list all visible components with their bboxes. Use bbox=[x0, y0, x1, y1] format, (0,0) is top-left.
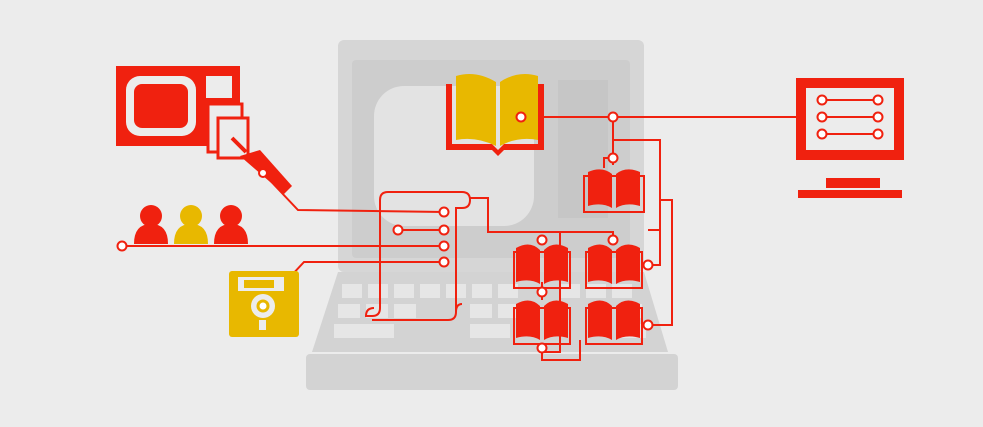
book-small-1 bbox=[583, 169, 645, 213]
people-group-icon bbox=[116, 205, 248, 252]
book-small-4 bbox=[513, 300, 571, 345]
document-copy-icon bbox=[206, 102, 250, 160]
book-small-2 bbox=[513, 244, 571, 289]
scroll-document-icon bbox=[364, 191, 472, 321]
books-icon bbox=[513, 169, 645, 345]
monitor-list-icon bbox=[796, 78, 904, 198]
scroll-node-dots bbox=[392, 206, 450, 268]
book-small-3 bbox=[585, 244, 643, 289]
fountain-pen-nib-icon bbox=[240, 150, 292, 194]
floppy-disk-icon bbox=[229, 271, 299, 337]
book-small-5 bbox=[585, 300, 643, 345]
network-node-dots bbox=[536, 111, 654, 354]
open-book-icon bbox=[446, 74, 544, 156]
